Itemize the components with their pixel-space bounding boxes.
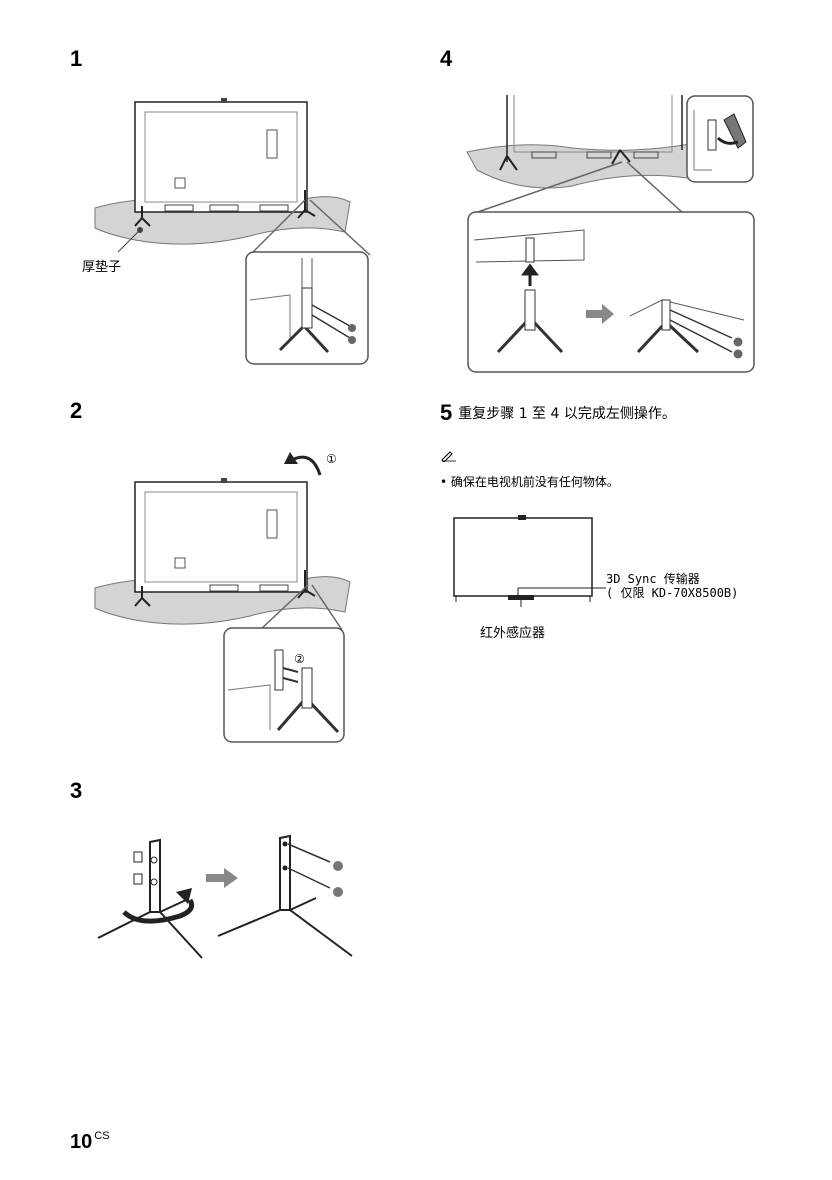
step5-number: 5	[440, 400, 453, 425]
ir-sensor-icon	[508, 595, 534, 600]
screw-icon	[333, 861, 343, 871]
rotate-stand-arrow-icon	[122, 898, 195, 924]
step1-illustration	[94, 98, 371, 365]
step5-instruction: 5 重复步骤 1 至 4 以完成左侧操作。	[440, 400, 676, 426]
stand-left	[97, 838, 203, 959]
note-item: • 确保在电视机前没有任何物体。	[440, 473, 619, 490]
step2-detail-callout	[223, 627, 345, 743]
page-suffix: CS	[94, 1130, 110, 1142]
tv-screen	[453, 517, 593, 597]
stand-right	[217, 834, 353, 957]
sync-leader	[598, 587, 606, 589]
note-text: 确保在电视机前没有任何物体。	[450, 475, 619, 489]
callout-1: ①	[326, 452, 337, 466]
sync-label-line1: 3D Sync 传输器	[606, 572, 700, 586]
screw-icon	[333, 887, 343, 897]
pencil-note-icon	[441, 451, 456, 462]
ir-sensor-label: 红外感应器	[480, 626, 546, 641]
step4-detail-callout	[467, 211, 755, 373]
step2-illustration	[94, 452, 351, 743]
step4-illustration	[466, 95, 755, 373]
step5-text: 重复步骤 1 至 4 以完成左侧操作。	[458, 406, 676, 422]
next-arrow-icon	[206, 868, 238, 888]
step-number-4: 4	[440, 46, 453, 71]
step-number-2: 2	[70, 398, 83, 423]
tv-front-diagram	[453, 515, 598, 607]
rotate-arrow-icon	[291, 455, 322, 476]
step-number-3: 3	[70, 778, 83, 803]
tv-back	[134, 101, 308, 213]
sync-transmitter-icon	[518, 515, 526, 520]
bullet-marker: •	[440, 475, 448, 489]
tv-back	[134, 481, 308, 593]
step3-illustration	[97, 834, 353, 959]
step-number-1: 1	[70, 46, 83, 71]
callout-2: ②	[294, 652, 305, 666]
cushion-label: 厚垫子	[82, 260, 122, 275]
sync-label-line2: ( 仅限 KD-70X8500B)	[606, 586, 739, 600]
